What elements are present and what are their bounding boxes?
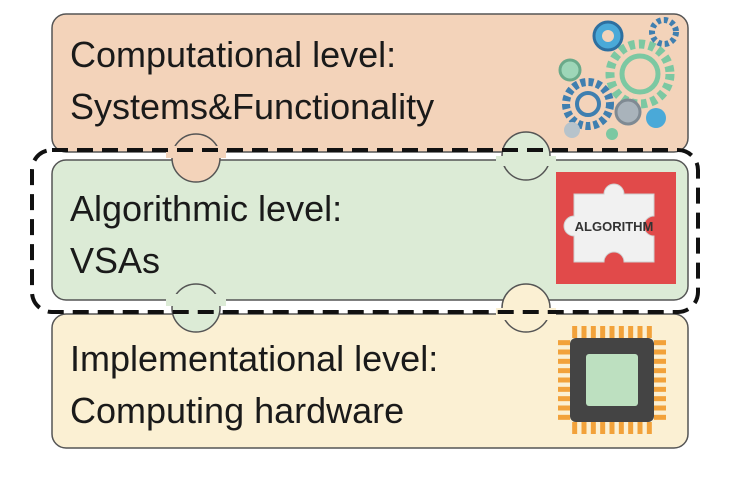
gears-icon <box>558 17 679 140</box>
algorithm-badge-label: ALGORITHM <box>575 219 654 234</box>
computational-subtitle: Systems&Functionality <box>70 86 435 127</box>
cpu-chip-icon <box>558 326 666 434</box>
dashed-highlight <box>30 148 700 314</box>
implementational-title: Implementational level: <box>70 338 439 379</box>
algorithmic-title: Algorithmic level: <box>70 188 343 229</box>
algorithmic-block <box>51 159 689 301</box>
implementational-subtitle: Computing hardware <box>70 390 405 431</box>
computational-block <box>51 13 689 153</box>
puzzle-piece-icon <box>556 172 676 284</box>
tab-algorithmic-down <box>171 283 221 333</box>
implementational-block <box>51 313 689 449</box>
algorithmic-subtitle: VSAs <box>70 240 161 281</box>
computational-title: Computational level: <box>70 34 397 75</box>
